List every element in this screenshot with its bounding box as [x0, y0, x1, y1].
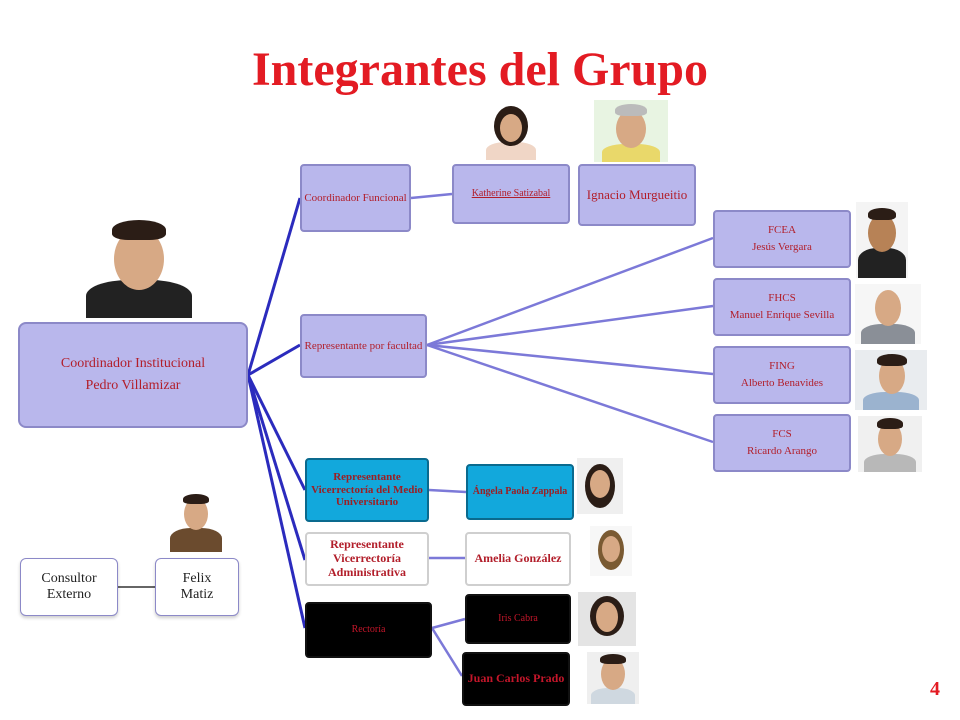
- node-coordinador-institucional: Coordinador Institucional Pedro Villamiz…: [18, 322, 248, 428]
- node-fcs: FCS Ricardo Arango: [713, 414, 851, 472]
- node-rectoria: Rectoría: [305, 602, 432, 658]
- amelia-gonzalez-label: Amelia González: [474, 551, 562, 566]
- iris-cabra-label: Iris Cabra: [498, 613, 538, 625]
- rectoria-label: Rectoría: [351, 624, 386, 636]
- line-to-fcea: [426, 236, 714, 347]
- line-to-katherine: [410, 192, 453, 200]
- photo-ignacio-murgueitio: [594, 100, 668, 162]
- node-fcea: FCEA Jesús Vergara: [713, 210, 851, 268]
- node-fhcs: FHCS Manuel Enrique Sevilla: [713, 278, 851, 336]
- node-angela-paola-zappala: Ángela Paola Zappala: [466, 464, 574, 520]
- fcs-faculty: FCS: [772, 428, 792, 441]
- photo-iris-cabra: [578, 592, 636, 646]
- line-to-rep-admin: [246, 374, 307, 561]
- fhcs-faculty: FHCS: [768, 292, 796, 305]
- photo-katherine-satizabal: [480, 104, 542, 160]
- line-to-fhcs: [426, 304, 714, 347]
- fcea-name: Jesús Vergara: [752, 241, 812, 253]
- coordinador-institucional-name: Pedro Villamizar: [85, 378, 181, 393]
- ignacio-murgueitio-label: Ignacio Murgueitio: [586, 186, 688, 202]
- line-to-rectoria: [246, 374, 307, 629]
- angela-paola-zappala-label: Ángela Paola Zappala: [472, 486, 568, 498]
- coordinador-funcional-label: Coordinador Funcional: [304, 191, 407, 204]
- node-rep-administrativa: Representante Vicerrectoría Administrati…: [305, 532, 429, 586]
- consultor-externo-label: Consultor Externo: [41, 570, 97, 602]
- katherine-satizabal-label: Katherine Satizabal: [471, 188, 551, 200]
- slide-number: 4: [930, 678, 940, 700]
- photo-alberto-benavides: [855, 350, 927, 410]
- node-ignacio-murgueitio: Ignacio Murgueitio: [578, 164, 696, 226]
- line-to-fing: [426, 343, 714, 376]
- node-felix-matiz: Felix Matiz: [155, 558, 239, 616]
- coordinador-institucional-role: Coordinador Institucional: [60, 355, 206, 371]
- node-coordinador-funcional: Coordinador Funcional: [300, 164, 411, 232]
- node-juan-carlos-prado: Juan Carlos Prado: [462, 652, 570, 706]
- node-fing: FING Alberto Benavides: [713, 346, 851, 404]
- line-to-representante-facultad: [247, 343, 301, 377]
- photo-angela-paola-zappala: [577, 458, 623, 514]
- felix-matiz-label: Felix Matiz: [180, 570, 214, 602]
- line-to-juan-carlos: [430, 627, 464, 677]
- photo-juan-carlos-prado: [587, 652, 639, 704]
- line-to-rep-medio: [246, 374, 307, 491]
- line-to-iris: [431, 617, 466, 630]
- node-katherine-satizabal[interactable]: Katherine Satizabal: [452, 164, 570, 224]
- fhcs-name: Manuel Enrique Sevilla: [729, 309, 835, 321]
- node-consultor-externo: Consultor Externo: [20, 558, 118, 616]
- photo-felix-matiz: [166, 490, 226, 552]
- photo-ricardo-arango: [858, 416, 922, 472]
- fing-faculty: FING: [769, 360, 795, 373]
- fcea-faculty: FCEA: [767, 224, 797, 237]
- photo-jesus-vergara: [856, 202, 908, 278]
- rep-administrativa-label: Representante Vicerrectoría Administrati…: [328, 537, 406, 579]
- line-to-coordinador-funcional: [246, 197, 302, 376]
- fcs-name: Ricardo Arango: [747, 445, 817, 457]
- line-to-fcs: [426, 343, 714, 444]
- line-to-angela: [428, 488, 467, 494]
- photo-manuel-enrique-sevilla: [855, 284, 921, 344]
- photo-amelia-gonzalez: [590, 526, 632, 576]
- node-amelia-gonzalez: Amelia González: [465, 532, 571, 586]
- fing-name: Alberto Benavides: [740, 377, 824, 389]
- node-representante-facultad: Representante por facultad: [300, 314, 427, 378]
- representante-facultad-label: Representante por facultad: [304, 339, 423, 352]
- page-title: Integrantes del Grupo: [252, 43, 708, 96]
- node-rep-medio-universitario: Representante Vicerrectoría del Medio Un…: [305, 458, 429, 522]
- node-iris-cabra: Iris Cabra: [465, 594, 571, 644]
- juan-carlos-prado-label: Juan Carlos Prado: [467, 671, 565, 686]
- rep-medio-universitario-label: Representante Vicerrectoría del Medio Un…: [311, 471, 423, 509]
- photo-pedro-villamizar: [78, 214, 200, 318]
